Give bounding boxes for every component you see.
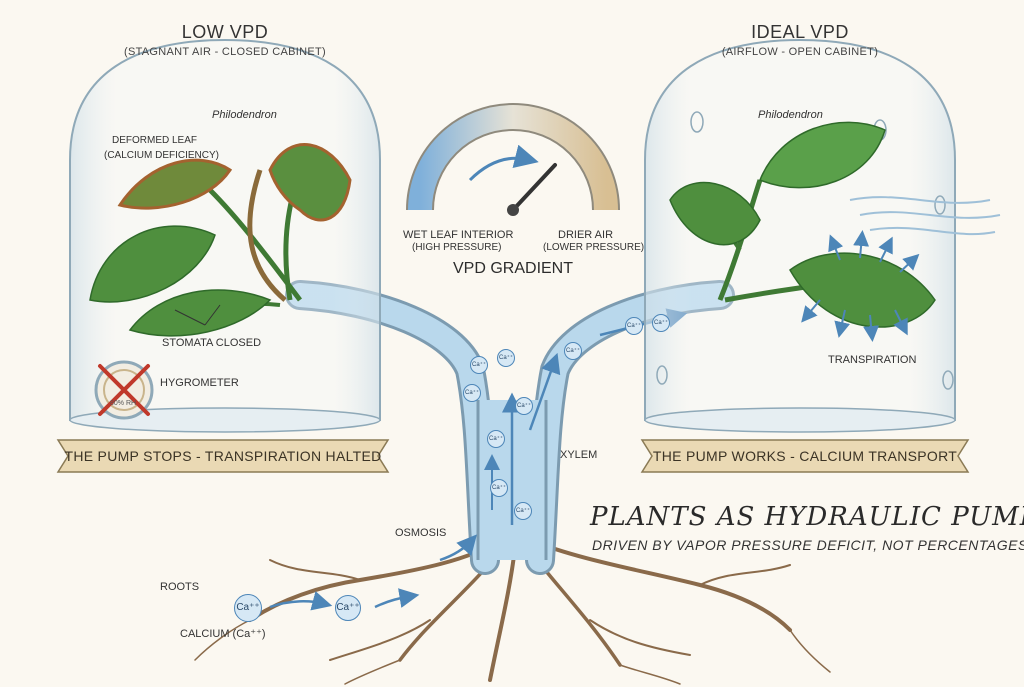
calcium-ion: Ca⁺⁺ [463, 384, 481, 402]
calcium-ion: Ca⁺⁺ [490, 479, 508, 497]
calcium-ion: Ca⁺⁺ [335, 595, 361, 621]
calcium-ion: Ca⁺⁺ [652, 314, 670, 332]
gauge-left-sublabel: (HIGH PRESSURE) [412, 242, 502, 253]
transpiration-arrows [801, 230, 920, 342]
calcium-label: CALCIUM (Ca⁺⁺) [180, 628, 266, 640]
gauge-left-label: WET LEAF INTERIOR [403, 229, 514, 241]
healthy-leaf-top [759, 121, 886, 189]
left-heading: LOW VPD [181, 22, 269, 42]
transpiring-leaf [789, 252, 936, 328]
xylem-label: XYLEM [560, 449, 598, 461]
gauge-right-label: DRIER AIR [558, 229, 614, 241]
gauge-needle [511, 163, 557, 212]
calcium-ion: Ca⁺⁺ [497, 349, 515, 367]
diagram-subtitle: DRIVEN BY VAPOR PRESSURE DEFICIT, NOT PE… [592, 537, 1024, 553]
left-plant-name: Philodendron [212, 109, 277, 121]
hygrometer [94, 360, 154, 420]
calcium-ion: Ca⁺⁺ [487, 430, 505, 448]
healthy-leaf-left [89, 225, 216, 303]
osmosis-label: OSMOSIS [395, 527, 447, 539]
stomata-leaf [128, 289, 272, 337]
left-banner-shape [56, 439, 390, 473]
healthy-leaf-mid [669, 181, 761, 246]
calcium-ion: Ca⁺⁺ [234, 594, 262, 622]
hygrometer-label: HYGROMETER [160, 377, 239, 389]
right-subheading: (AIRFLOW - OPEN CABINET) [721, 46, 879, 58]
left-subheading: (STAGNANT AIR - CLOSED CABINET) [123, 46, 327, 58]
roots-label: ROOTS [160, 581, 200, 593]
calcium-ion: Ca⁺⁺ [515, 397, 533, 415]
gauge-title: VPD GRADIENT [452, 260, 574, 277]
calcium-ion: Ca⁺⁺ [470, 356, 488, 374]
right-bell-jar [644, 38, 956, 433]
stomata-closed-label: STOMATA CLOSED [162, 337, 262, 349]
left-plant [89, 143, 352, 337]
calcium-flow-arrows [269, 534, 477, 611]
cross-mark [98, 364, 150, 416]
diagram-title: PLANTS AS HYDRAULIC PUMPS: [590, 502, 1024, 532]
calcium-ion: Ca⁺⁺ [564, 342, 582, 360]
transpiration-label: TRANSPIRATION [828, 354, 917, 366]
right-plant [669, 121, 936, 342]
gauge-right-sublabel: (LOWER PRESSURE) [543, 242, 645, 253]
right-heading: IDEAL VPD [751, 22, 849, 42]
left-banner: THE PUMP STOPS - TRANSPIRATION HALTED [64, 448, 382, 464]
right-banner: THE PUMP WORKS - CALCIUM TRANSPORT [652, 448, 958, 464]
right-banner-shape [640, 439, 970, 473]
calcium-ion: Ca⁺⁺ [514, 502, 532, 520]
airflow-lines [849, 196, 1001, 236]
deformed-leaf [117, 158, 233, 210]
calcium-deficiency-label: (CALCIUM DEFICIENCY) [104, 150, 220, 161]
root-system [194, 538, 831, 685]
right-plant-name: Philodendron [758, 109, 823, 121]
vpd-gauge [406, 103, 620, 216]
hygrometer-reading: 80% RH [110, 400, 137, 407]
deformed-leaf-right [268, 143, 352, 222]
deformed-leaf-label: DEFORMED LEAF [112, 135, 198, 146]
calcium-ion: Ca⁺⁺ [625, 317, 643, 335]
